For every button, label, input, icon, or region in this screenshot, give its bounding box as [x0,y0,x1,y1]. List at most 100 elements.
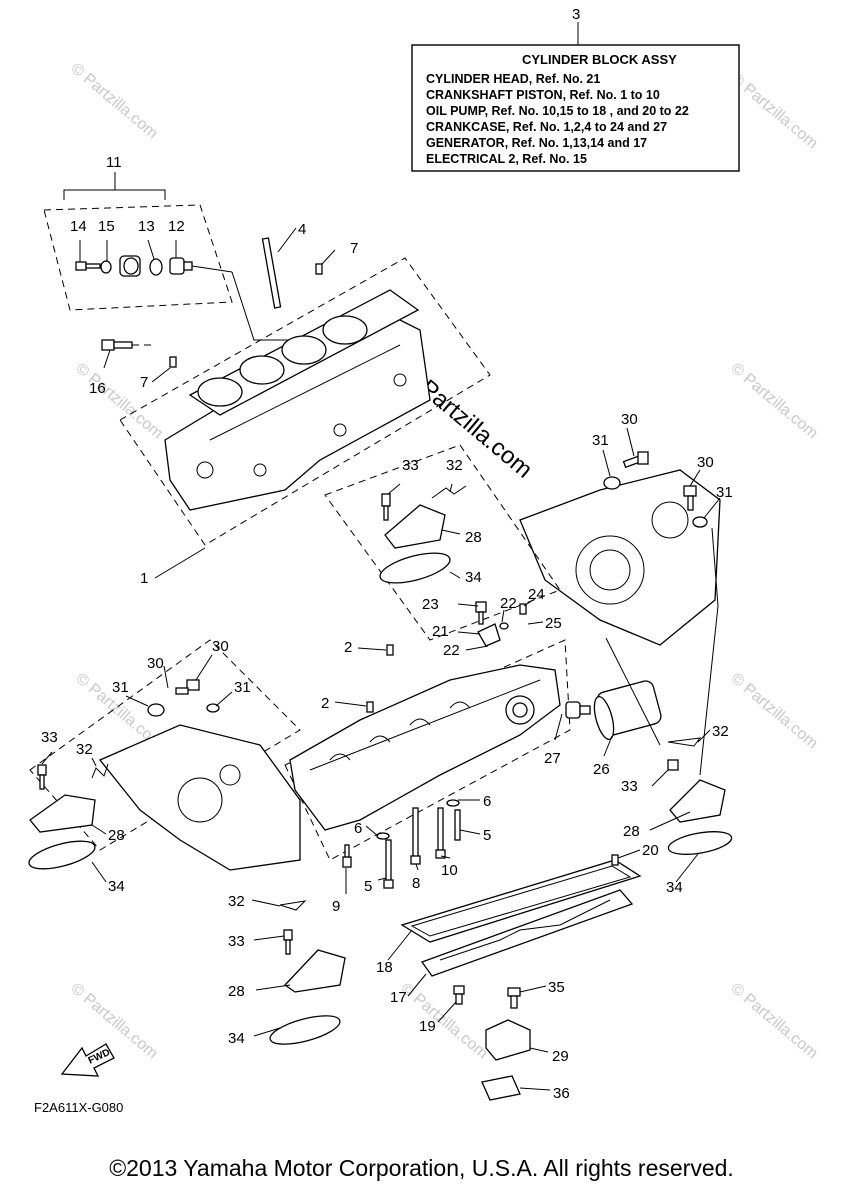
callout-33: 33 [402,457,419,474]
watermark: © Partzilla.com [727,670,821,752]
legend-box: 3 CYLINDER BLOCK ASSY CYLINDER HEAD, Ref… [411,6,740,172]
callout-30: 30 [621,411,638,428]
left-generator-cover [29,639,301,871]
callout-24: 24 [528,586,545,603]
callout-28: 28 [623,823,640,840]
leader-lines [41,239,721,1091]
crankcase-bolts [342,799,461,889]
callout-16: 16 [89,380,106,397]
callout-26: 26 [593,761,610,778]
callout-labels: 11 14 15 13 12 16 7 4 7 1 33 32 28 34 30… [41,154,733,1102]
callout-7: 7 [350,240,358,257]
callout-6: 6 [483,793,491,810]
sensor-part [119,255,141,277]
engine-mount-left [28,763,109,870]
bolt-part-19 [453,985,465,1005]
watermark: © Partzilla.com [67,60,161,142]
callout-31: 31 [716,484,733,501]
callout-22: 22 [500,595,517,612]
oil-filter-part-26 [593,680,662,741]
legend-line: CRANKCASE, Ref. No. 1,2,4 to 24 and 27 [426,120,667,134]
callout-11: 11 [106,154,122,171]
bolt-part-35 [507,987,521,1009]
callout-3: 3 [572,6,580,23]
callout-28: 28 [228,983,245,1000]
callout-20: 20 [642,842,659,859]
callout-31: 31 [234,679,251,696]
legend-title: CYLINDER BLOCK ASSY [522,52,677,67]
callout-32: 32 [446,457,463,474]
oil-pan-part-17 [420,889,634,977]
oil-pan-gasket-part-18 [400,859,642,943]
legend-line: CYLINDER HEAD, Ref. No. 21 [426,72,600,86]
washer-part-31 [692,516,708,528]
callout-34: 34 [666,879,683,896]
callout-36: 36 [553,1085,570,1102]
callout-14: 14 [70,218,87,235]
fwd-arrow-icon: FWD [60,1043,115,1077]
legend-line: GENERATOR, Ref. No. 1,13,14 and 17 [426,136,647,150]
sensor-assembly-group [43,172,296,341]
callout-17: 17 [390,989,407,1006]
callout-25: 25 [545,615,562,632]
callout-6: 6 [354,820,362,837]
engine-mount-lower [269,900,346,1045]
callout-5: 5 [364,878,372,895]
dowel-part-20 [611,854,619,866]
callout-32: 32 [228,893,245,910]
callout-33: 33 [41,729,58,746]
diagram-code: F2A611X-G080 [34,1100,124,1115]
legend-line: CRANKSHAFT PISTON, Ref. No. 1 to 10 [426,88,660,102]
callout-5: 5 [483,827,491,844]
fitting-part-27 [565,701,591,719]
callout-34: 34 [108,878,125,895]
callout-33: 33 [621,778,638,795]
callout-30: 30 [147,655,164,672]
callout-30: 30 [212,638,229,655]
generator-cover [519,451,721,646]
callout-8: 8 [412,875,420,892]
washer-part-15 [100,260,112,274]
callout-35: 35 [548,979,565,996]
watermark: © Partzilla.com [72,360,166,442]
upper-crankcase [119,257,491,546]
pad-part-36 [481,1075,521,1101]
bolt-part-30 [622,451,649,469]
plug-part-12 [169,257,193,275]
watermark: © Partzilla.com [727,360,821,442]
oil-pipe-part-21 [475,601,527,647]
callout-31: 31 [112,679,129,696]
callout-27: 27 [544,750,561,767]
callout-4: 4 [298,221,306,238]
bolt-part-14 [75,261,101,271]
callout-13: 13 [138,218,155,235]
callout-28: 28 [465,529,482,546]
callout-34: 34 [465,569,482,586]
legend-line: OIL PUMP, Ref. No. 10,15 to 18 , and 20 … [426,104,689,118]
callout-15: 15 [98,218,115,235]
copyright-notice: ©2013 Yamaha Motor Corporation, U.S.A. A… [109,1155,734,1181]
bolt-part-30 [683,485,697,511]
callout-22: 22 [443,642,460,659]
watermark: © Partzilla.com [727,980,821,1062]
callout-12: 12 [168,218,185,235]
callout-28: 28 [108,827,125,844]
callout-2: 2 [344,639,352,656]
stud-part-4 [261,227,297,309]
o-ring-part-13 [149,258,163,276]
callout-32: 32 [76,741,93,758]
callout-9: 9 [332,898,340,915]
callout-18: 18 [376,959,393,976]
callout-33: 33 [228,933,245,950]
watermark: © Partzilla.com [727,70,821,152]
callout-1: 1 [140,570,148,587]
callout-21: 21 [432,623,449,640]
callout-23: 23 [422,596,439,613]
callout-31: 31 [592,432,609,449]
bracket-part-29 [485,1019,531,1061]
callout-30: 30 [697,454,714,471]
engine-mount-upper [324,444,561,641]
lower-crankcase [284,639,571,861]
callout-34: 34 [228,1030,245,1047]
